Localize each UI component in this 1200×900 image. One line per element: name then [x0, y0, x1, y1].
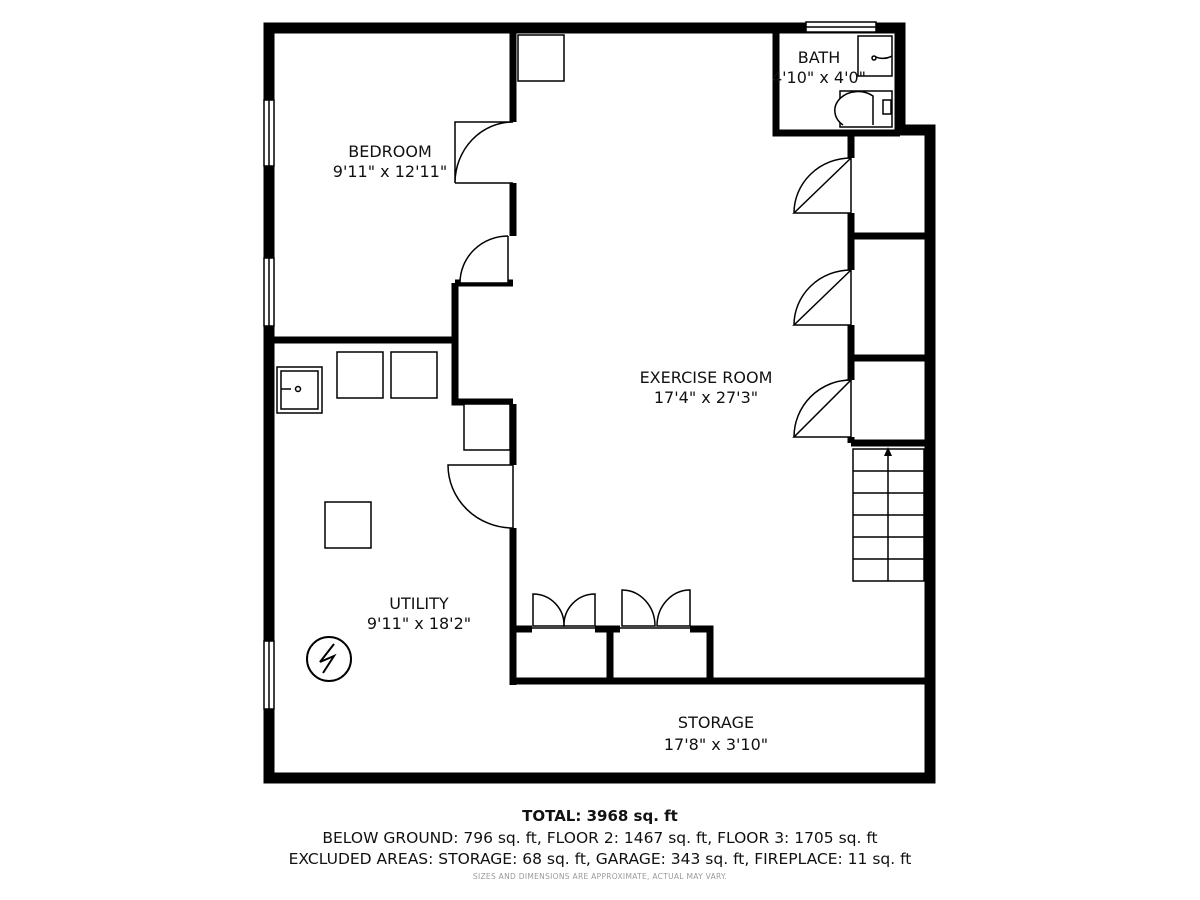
- closet-box-bedroom: [517, 34, 565, 82]
- exercise-room-name: EXERCISE ROOM: [640, 368, 773, 387]
- windows: [263, 21, 877, 710]
- fixtures: [276, 34, 893, 549]
- total-area: TOTAL: 3968 sq. ft: [522, 807, 678, 825]
- excluded-areas: EXCLUDED AREAS: STORAGE: 68 sq. ft, GARA…: [288, 850, 912, 868]
- electrical-panel-icon: [306, 636, 352, 682]
- furnace: [324, 501, 372, 549]
- bedroom-dims: 9'11" x 12'11": [333, 162, 447, 181]
- floor-areas: BELOW GROUND: 796 sq. ft, FLOOR 2: 1467 …: [322, 829, 878, 847]
- outer-walls: [263, 22, 936, 784]
- utility-name: UTILITY: [389, 594, 449, 613]
- bedroom-name: BEDROOM: [348, 142, 432, 161]
- storage-name: STORAGE: [678, 713, 754, 732]
- bath-dims: 4'10" x 4'0": [772, 68, 866, 87]
- utility-dims: 9'11" x 18'2": [367, 614, 471, 633]
- water-heater: [463, 403, 511, 451]
- bath-name: BATH: [798, 48, 840, 67]
- disclaimer: SIZES AND DIMENSIONS ARE APPROXIMATE, AC…: [472, 872, 728, 881]
- storage-dims: 17'8" x 3'10": [664, 735, 768, 754]
- dryer: [390, 351, 438, 399]
- doors: [447, 121, 852, 629]
- floor-plan: BEDROOM 9'11" x 12'11" BATH 4'10" x 4'0"…: [263, 21, 936, 784]
- stairs: [852, 448, 925, 582]
- washer: [336, 351, 384, 399]
- exercise-room-dims: 17'4" x 27'3": [654, 388, 758, 407]
- up-arrow-icon: [884, 447, 892, 456]
